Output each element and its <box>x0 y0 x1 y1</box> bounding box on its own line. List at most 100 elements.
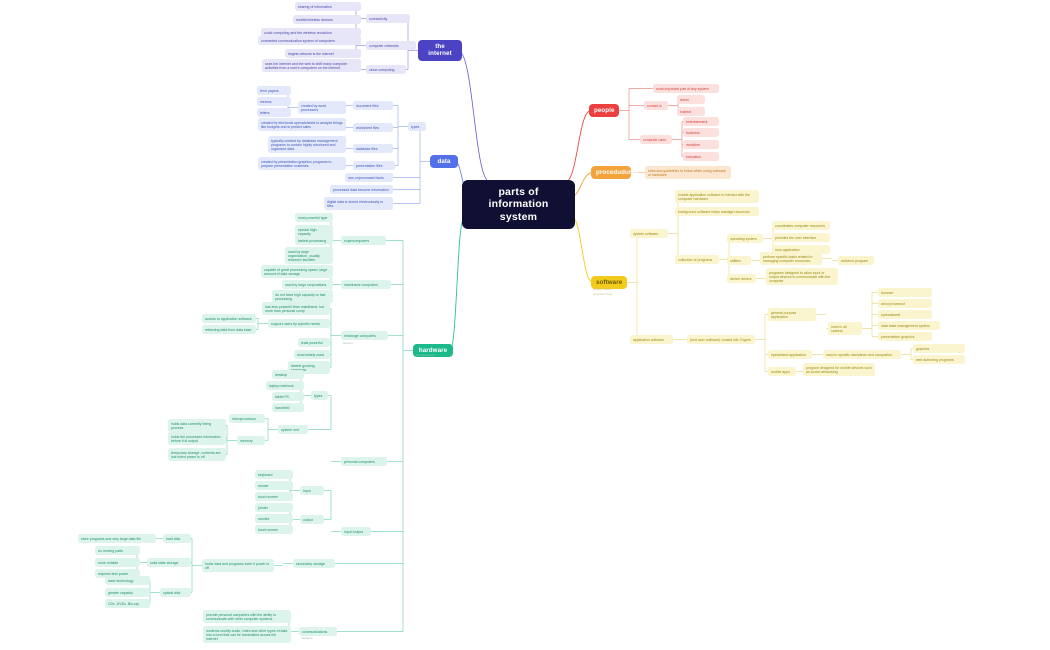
node-input-output[interactable]: input /output <box>341 527 371 537</box>
node-database-files[interactable]: database files <box>353 144 393 154</box>
leaf-less-powerful-than-mainframe[interactable]: has less powerful than mainframe, but mo… <box>262 302 330 316</box>
leaf-provide-pcs-communicate[interactable]: provide personal computers with the abil… <box>203 610 291 624</box>
node-used-in-all-careers[interactable]: used in all careers <box>828 322 862 336</box>
node-computer-uses[interactable]: computer uses <box>640 135 672 145</box>
leaf-graphics[interactable]: graphics <box>913 344 965 354</box>
leaf-store-programs-large-files[interactable]: store programs and very large data file <box>78 534 156 544</box>
branch-the-internet[interactable]: the internet <box>418 40 462 61</box>
node-optical-disk[interactable]: optical disk <box>160 588 191 598</box>
leaf-web-authoring-programs[interactable]: web authoring programs <box>913 355 965 365</box>
node-communications[interactable]: communications <box>299 627 337 637</box>
leaf-temporary-storage[interactable]: temporary storage ,contents are lost whe… <box>168 448 226 462</box>
node-system-software[interactable]: system software <box>630 229 668 239</box>
leaf-holds-data-being-processed[interactable]: holds data currently being process <box>168 419 226 433</box>
leaf-term-papers[interactable]: term papers <box>257 86 291 96</box>
node-system-unit[interactable]: system unit <box>278 425 308 435</box>
leaf-holds-processed-information[interactable]: holds the processed information before i… <box>168 432 226 446</box>
leaf-great-processing-speed[interactable]: capable of great processing speed ,large… <box>261 265 333 279</box>
leaf-memos[interactable]: memos <box>257 97 291 107</box>
leaf-tablet-pc[interactable]: tablet PC <box>272 392 304 402</box>
leaf-printer[interactable]: printer <box>255 503 293 513</box>
leaf-runs-application[interactable]: runs application <box>772 245 830 255</box>
leaf-mobile-devices-social[interactable]: program designed for mobile devices such… <box>803 363 875 377</box>
leaf-database-management-system[interactable]: data base management system <box>878 321 940 331</box>
node-input[interactable]: input <box>300 486 324 496</box>
node-hard-disk[interactable]: hard disk <box>163 534 191 544</box>
leaf-medicine[interactable]: medicine <box>683 140 719 150</box>
leaf-drivers-allow-io-devices[interactable]: programs designed to allow input or outp… <box>766 268 838 286</box>
leaf-keyboard[interactable]: keyboard <box>255 470 293 480</box>
leaf-word-processor[interactable]: word processor <box>878 299 932 309</box>
node-personal-computers[interactable]: personal computers <box>341 457 387 467</box>
node-operating-system[interactable]: operating system <box>727 234 763 244</box>
leaf-education[interactable]: education <box>683 152 719 162</box>
branch-software[interactable]: software <box>591 276 627 290</box>
leaf-largest-network[interactable]: largest network is the internet <box>285 49 361 59</box>
node-connectivity[interactable]: connectivity <box>366 14 410 24</box>
leaf-business[interactable]: business <box>683 128 719 138</box>
node-collection-of-programs[interactable]: collection of programs <box>675 255 719 265</box>
branch-hardware[interactable]: hardware <box>413 344 453 358</box>
node-worksheet-files[interactable]: worksheet files <box>353 123 393 133</box>
leaf-laptop-notebook[interactable]: laptop notebook <box>266 381 304 391</box>
node-secondary-storage[interactable]: secondary storage <box>293 559 335 569</box>
leaf-digital-data-stored[interactable]: digital data is stored electronically in… <box>324 197 393 211</box>
leaf-mobile-wireless-devices[interactable]: mobile/wireless devices <box>293 15 361 25</box>
node-solid-state-storage[interactable]: solid state storage <box>147 558 191 568</box>
node-specialized-application[interactable]: specialized application <box>768 350 812 360</box>
leaf-most-widely-used[interactable]: most widely used <box>294 350 330 360</box>
node-presentation-files[interactable]: presentation files <box>353 161 395 171</box>
leaf-fastest-processing[interactable]: fastest processing <box>295 236 333 246</box>
leaf-connected-communication-system[interactable]: connected communication system of comput… <box>258 36 361 46</box>
leaf-electronic-spreadsheets[interactable]: created by electronic spreadsheets to an… <box>258 118 346 132</box>
node-created-by-word-processors[interactable]: created by word processors <box>298 101 346 115</box>
leaf-background-software-manage[interactable]: background software helps manage resourc… <box>675 207 759 217</box>
leaf-antivirus-program[interactable]: antivirus program <box>838 256 874 266</box>
leaf-coordinates-resources[interactable]: coordinates computer resources <box>772 221 830 231</box>
leaf-handheld[interactable]: handheld <box>272 403 304 413</box>
leaf-database-management-programs[interactable]: typically created by database management… <box>268 136 346 154</box>
node-utilities[interactable]: utilities <box>727 256 751 266</box>
node-contact-is[interactable]: contact is <box>644 101 668 111</box>
node-support-users-specific-needs[interactable]: support users by specific needs <box>268 319 330 329</box>
node-used-specific-disciplines[interactable]: used in specific disciplines and occupat… <box>823 350 901 360</box>
leaf-rules-and-guidelines[interactable]: rules and guidelines to follow when usin… <box>645 166 731 180</box>
node-device-drivers[interactable]: device drivers <box>727 274 756 284</box>
leaf-uses-internet-web[interactable]: uses the internet and the web to shift m… <box>262 59 361 73</box>
branch-procedures[interactable]: procedudures <box>591 166 638 180</box>
node-application-software[interactable]: application software <box>630 335 673 345</box>
leaf-no-moving-parts[interactable]: no moving parts <box>95 546 140 556</box>
node-memory[interactable]: memory <box>237 436 265 446</box>
leaf-most-powerful-type[interactable]: most powerful type <box>295 213 333 223</box>
leaf-greater-capacity[interactable]: greater capacity <box>105 588 150 598</box>
leaf-touch-screen-output[interactable]: touch screen <box>255 525 293 535</box>
node-computer-networks[interactable]: computer networks <box>366 41 416 51</box>
leaf-entertainment[interactable]: entertainment <box>683 117 719 127</box>
leaf-indirect[interactable]: indirect <box>677 107 705 117</box>
leaf-most-important-part[interactable]: most important part of any system <box>653 84 719 94</box>
leaf-laser-technology[interactable]: laser technology <box>105 576 150 586</box>
leaf-processed-data-information[interactable]: processed data become information <box>330 185 393 195</box>
leaf-browser[interactable]: browser <box>878 288 932 298</box>
node-data-types[interactable]: types <box>408 122 426 132</box>
leaf-direct[interactable]: direct <box>677 95 705 105</box>
node-document-files[interactable]: document files <box>353 101 393 111</box>
leaf-retrieving-data-from-database[interactable]: retrieving data from data base <box>202 325 256 335</box>
root-node-information-system[interactable]: parts of information system <box>462 180 575 230</box>
branch-people[interactable]: people <box>589 104 619 118</box>
node-cloud-computing[interactable]: cloud computing <box>366 65 406 75</box>
leaf-used-by-large-organization[interactable]: used by large organization, usually rese… <box>285 247 333 265</box>
leaf-used-by-large-corporations[interactable]: used by large corporations <box>282 280 333 290</box>
node-holds-data-power-off[interactable]: holds data and programs even if power is… <box>202 559 274 573</box>
leaf-raw-unprocessed-facts[interactable]: raw, unprocessed facts <box>345 173 393 183</box>
node-midrange-computers[interactable]: midrange computers <box>341 331 388 341</box>
leaf-access-application-software[interactable]: access to application software <box>202 314 256 324</box>
leaf-spreadsheet[interactable]: spreadsheet <box>878 310 932 320</box>
leaf-desktop[interactable]: desktop <box>272 370 304 380</box>
leaf-presentation-graphics[interactable]: presentation graphics <box>878 332 932 342</box>
node-mobile-apps[interactable]: mobile apps <box>768 367 796 377</box>
leaf-mouse[interactable]: mouse <box>255 481 293 491</box>
node-end-user-3-types[interactable]: (end user software) consist into 3 types <box>687 335 755 345</box>
node-general-purpose-application[interactable]: general purpose application <box>768 308 816 322</box>
leaf-modems-modify-data[interactable]: modems modify audio, video and other typ… <box>203 626 291 644</box>
